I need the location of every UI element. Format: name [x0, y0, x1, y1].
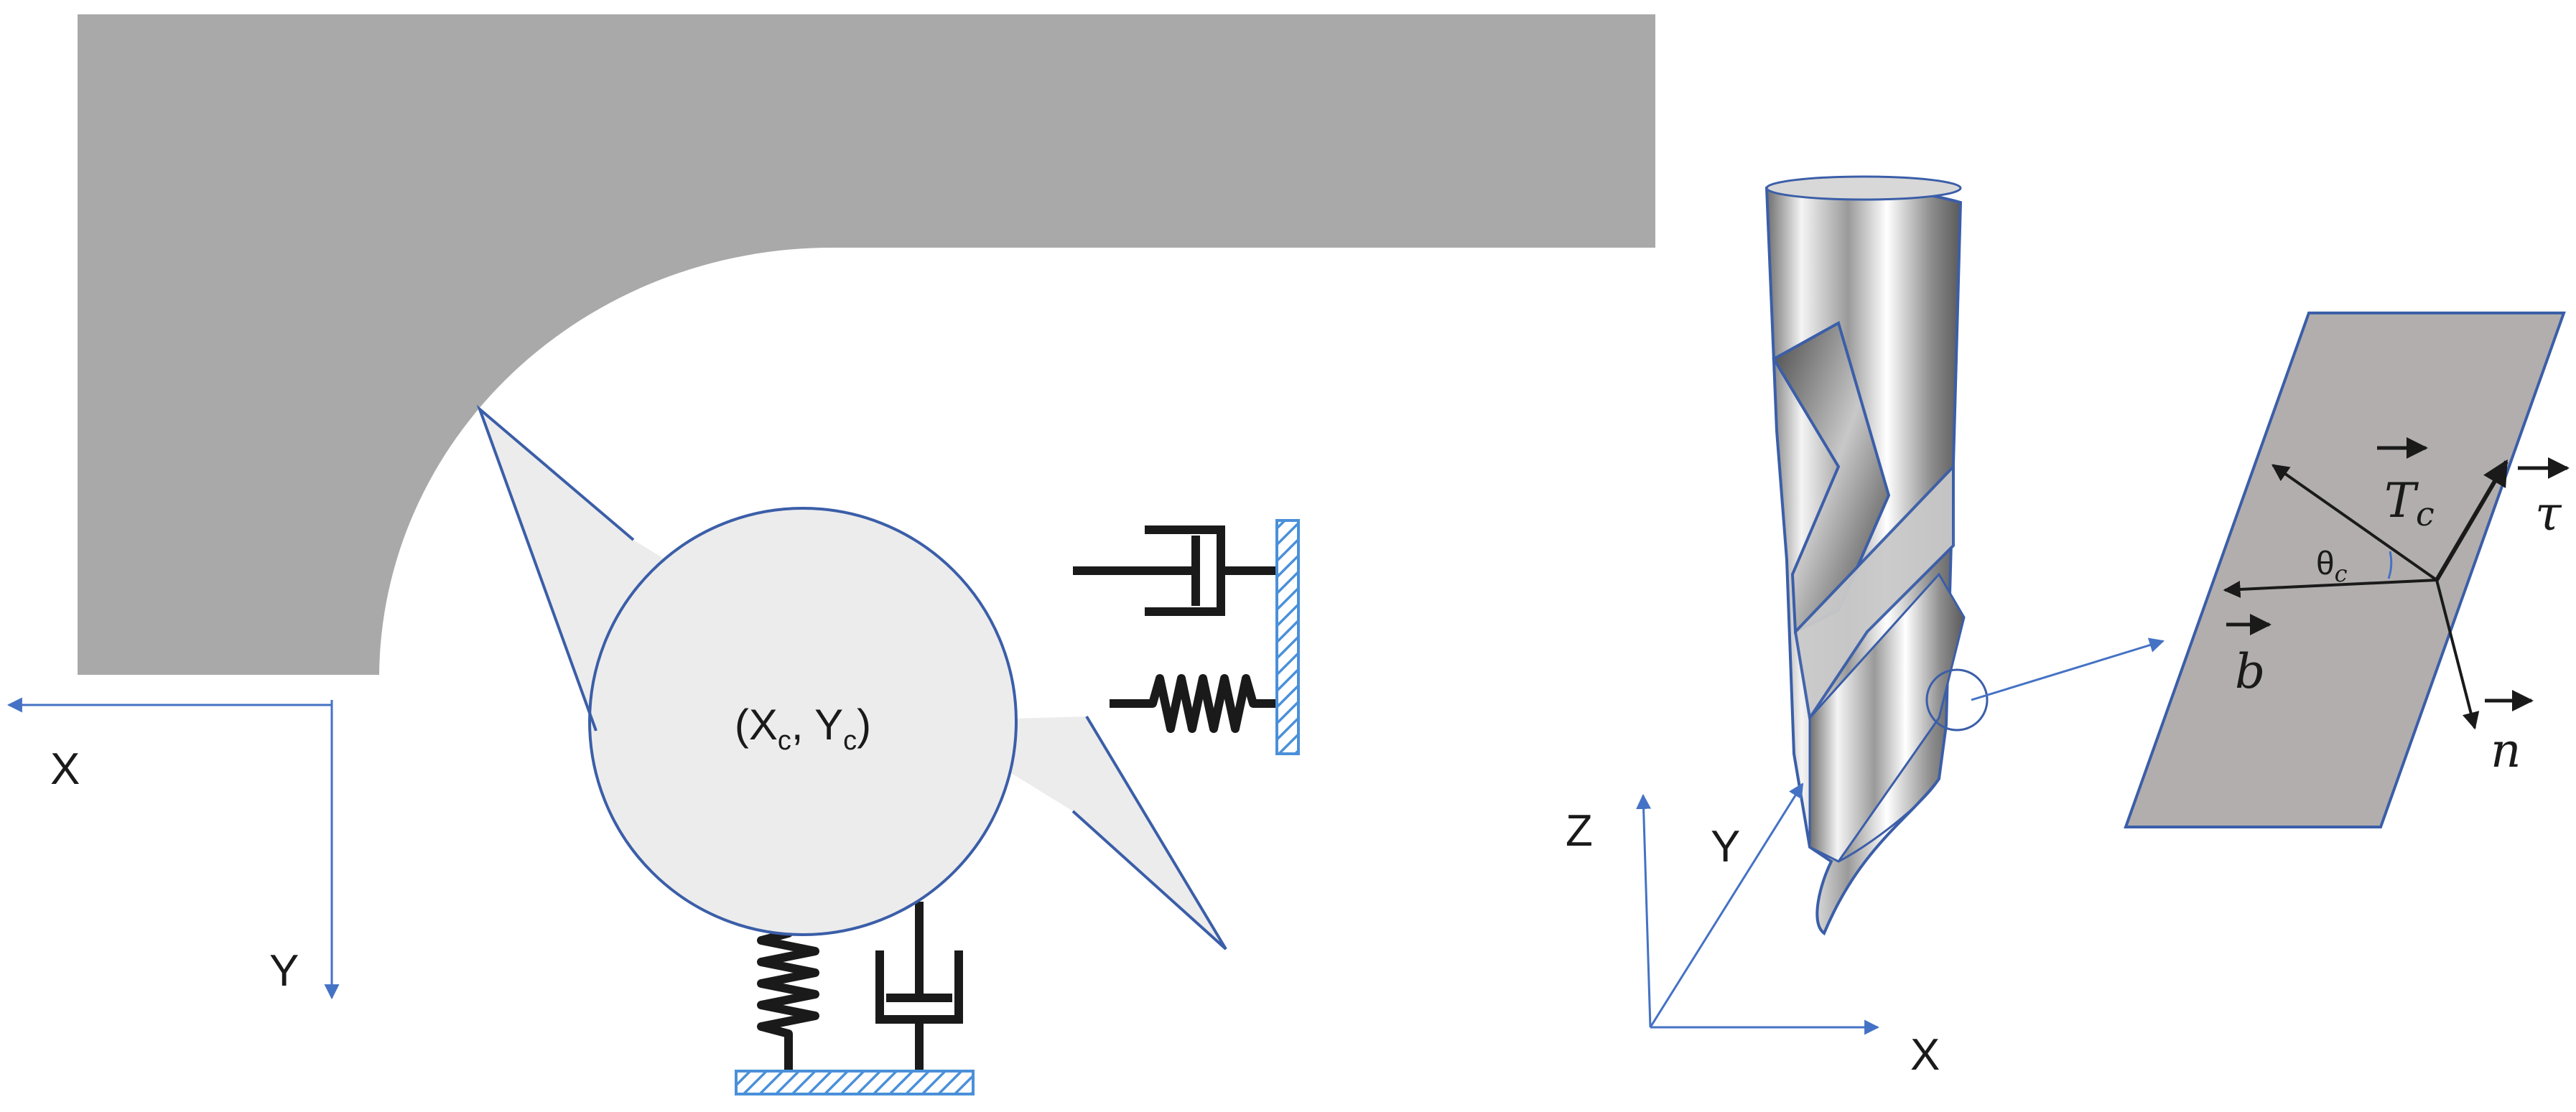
damper-bottom [875, 902, 963, 1078]
tangent-force-label: Tc [2384, 473, 2435, 533]
vector-overarrows [2226, 437, 2570, 711]
right-coordinate-frame: X Y Z [1566, 782, 1940, 1080]
angle-label: θc [2316, 544, 2348, 587]
left-y-label: Y [269, 946, 299, 996]
zoom-circle [1925, 668, 1989, 732]
spring-bottom [757, 901, 819, 1073]
cutting-plane [2124, 312, 2566, 828]
angle-arc [2387, 551, 2393, 579]
end-mill-cutter [1764, 175, 2165, 936]
plane-vectors [2223, 459, 2508, 730]
damper-right [1073, 525, 1281, 616]
normal-label: n [2491, 723, 2521, 778]
right-z-label: Z [1566, 806, 1593, 856]
left-coordinate-frame: X Y [6, 697, 340, 1000]
left-x-label: X [50, 744, 80, 794]
right-x-label: X [1910, 1030, 1940, 1080]
spring-right [1110, 674, 1277, 733]
tau-label: τ [2535, 486, 2562, 541]
zoom-arrow [1971, 637, 2165, 701]
tau-vector [2435, 459, 2508, 581]
normal-vector [2435, 579, 2480, 730]
right-y-label: Y [1711, 822, 1740, 872]
tangent-force-vector [2272, 464, 2438, 581]
ground-bottom [735, 1070, 975, 1095]
right-z-axis [1636, 793, 1652, 1028]
binormal-label: b [2235, 644, 2265, 699]
tool-cross-section: (Xc, Yc) [476, 404, 1227, 950]
ground-right [1275, 519, 1300, 755]
binormal-vector [2223, 579, 2437, 598]
right-y-axis [1649, 782, 1804, 1028]
workpiece [78, 14, 1655, 675]
